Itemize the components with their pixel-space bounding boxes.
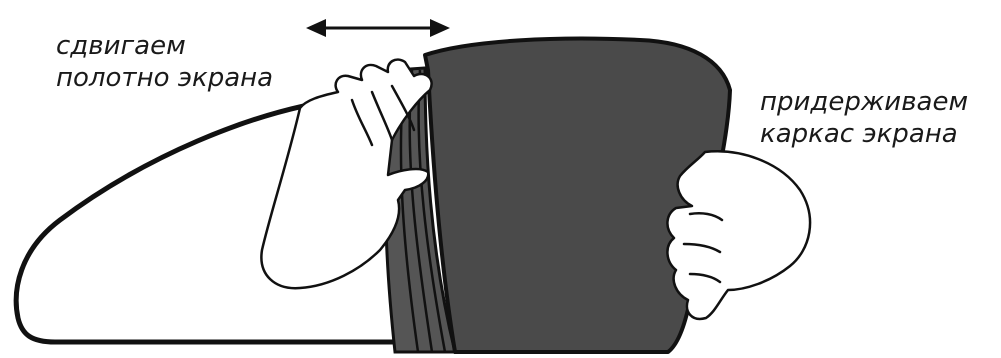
right-hand-icon [667, 151, 810, 319]
double-arrow-icon [306, 19, 450, 37]
